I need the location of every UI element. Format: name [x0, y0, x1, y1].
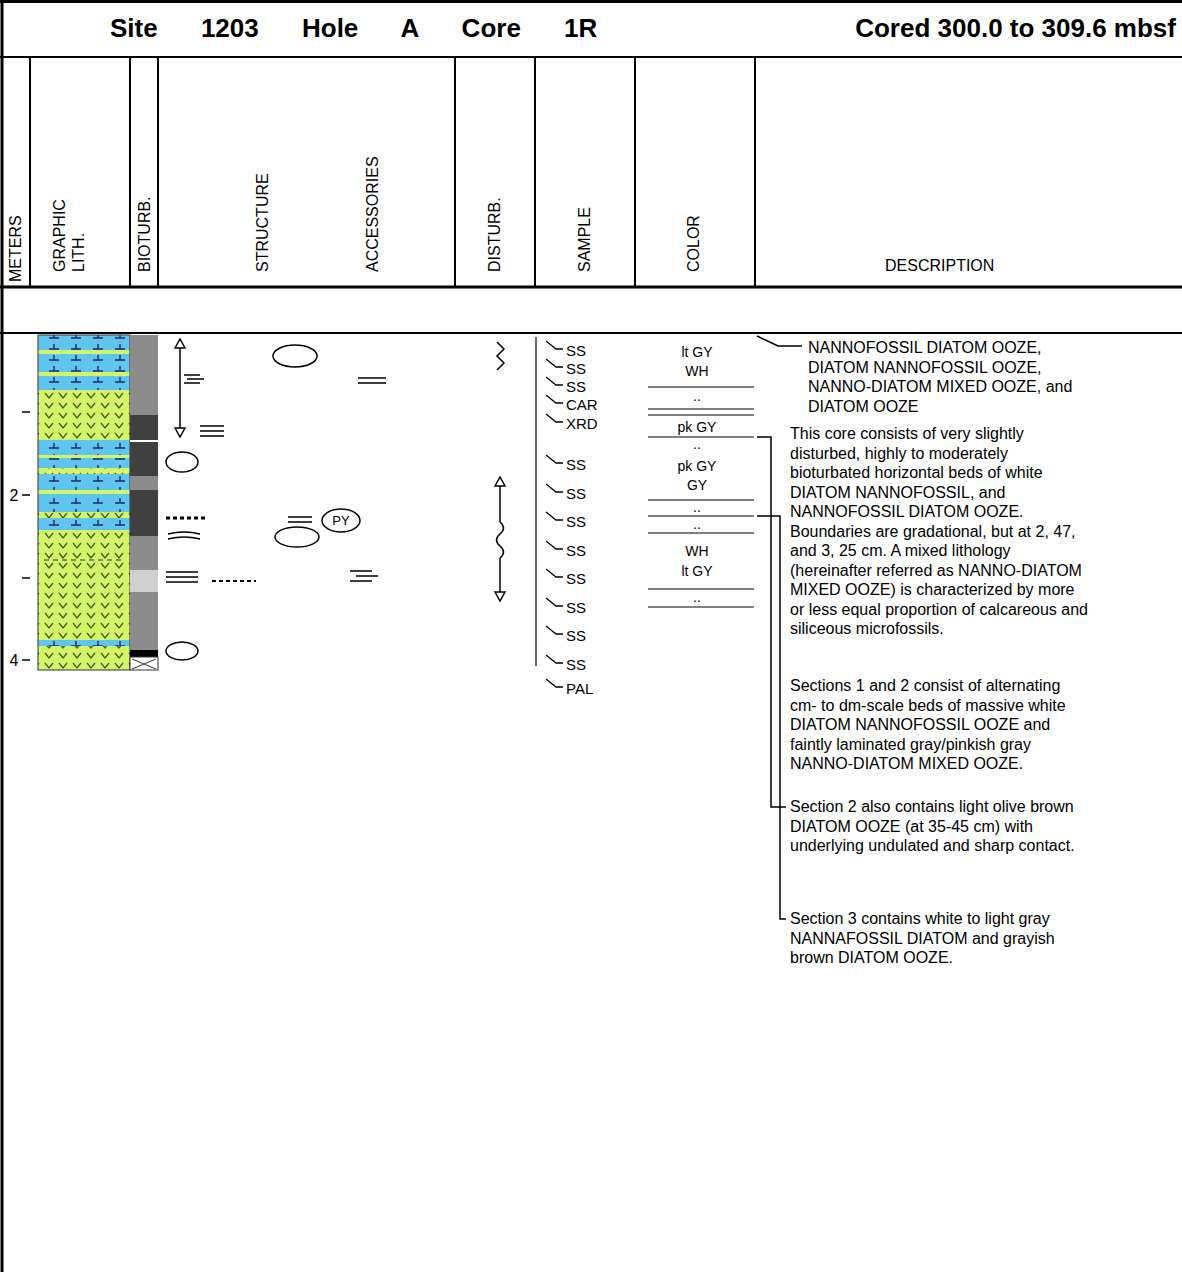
sample-hook — [546, 598, 563, 606]
column-header: SAMPLE — [575, 207, 594, 272]
sample-hook — [546, 341, 563, 349]
cored-interval: Cored 300.0 to 309.6 mbsf — [855, 12, 1176, 44]
accessory-symbols — [288, 378, 386, 581]
color-dividers — [648, 387, 754, 607]
bioturbation-column — [130, 335, 158, 670]
color-code: .. — [693, 436, 701, 452]
lithology-column — [38, 335, 130, 670]
description-text: Sections 1 and 2 consist of alternating … — [790, 676, 1090, 774]
sample-hook — [546, 455, 563, 463]
accessory-oval: PY — [321, 508, 361, 533]
description-heading: NANNOFOSSIL DIATOM OOZE, DIATOM NANNOFOS… — [808, 338, 1088, 416]
core-title: Site 1203 Hole A Core 1R — [110, 12, 597, 44]
sample-hook — [546, 377, 563, 385]
sample-code: SS — [566, 513, 586, 530]
column-header: DISTURB. — [485, 197, 504, 272]
color-code: lt GY — [681, 344, 712, 360]
color-code: .. — [693, 388, 701, 404]
description-text: This core consists of very slightly dist… — [790, 424, 1090, 639]
description-bracket — [757, 437, 786, 807]
sample-hook — [546, 395, 563, 403]
color-code: WH — [685, 363, 708, 379]
sample-code: CAR — [566, 396, 598, 413]
sample-hook — [546, 626, 563, 634]
sample-hook — [546, 655, 563, 663]
description-text: Section 2 also contains light olive brow… — [790, 797, 1090, 856]
description-bracket — [757, 516, 786, 919]
depth-number: 4 — [10, 651, 19, 670]
color-code: pk GY — [678, 419, 717, 435]
depth-ticks — [22, 412, 30, 660]
sample-hook — [546, 541, 563, 549]
sample-hook — [546, 512, 563, 520]
depth-number: 2 — [10, 486, 19, 505]
sample-hook — [546, 484, 563, 492]
sample-hook — [546, 679, 563, 687]
sample-hook — [546, 569, 563, 577]
color-code: GY — [687, 477, 707, 493]
column-header: DESCRIPTION — [885, 256, 994, 275]
sample-code: XRD — [566, 415, 598, 432]
sample-code: SS — [566, 378, 586, 395]
color-code: .. — [693, 516, 701, 532]
column-header: GRAPHIC LITH. — [50, 184, 88, 272]
column-header: COLOR — [684, 215, 703, 272]
oval-text: PY — [321, 513, 361, 528]
sample-hook — [546, 414, 563, 422]
color-code: WH — [685, 543, 708, 559]
sample-code: SS — [566, 570, 586, 587]
color-code: lt GY — [681, 563, 712, 579]
sample-hook — [546, 359, 563, 367]
color-code: .. — [693, 589, 701, 605]
color-code: pk GY — [678, 458, 717, 474]
description-leader — [757, 336, 802, 346]
sample-code: SS — [566, 627, 586, 644]
sample-code: SS — [566, 656, 586, 673]
column-header: BIOTURB. — [135, 196, 154, 272]
sample-code: SS — [566, 360, 586, 377]
structure-symbols — [166, 339, 319, 660]
sample-code: SS — [566, 599, 586, 616]
sample-code: SS — [566, 542, 586, 559]
column-header: ACCESSORIES — [363, 156, 382, 272]
sample-code: PAL — [566, 680, 593, 697]
sample-code: SS — [566, 342, 586, 359]
sample-code: SS — [566, 485, 586, 502]
color-code: .. — [693, 499, 701, 515]
disturbance-symbols — [495, 337, 536, 666]
description-text: Section 3 contains white to light gray N… — [790, 909, 1090, 968]
column-header: METERS — [6, 215, 25, 282]
sample-code: SS — [566, 456, 586, 473]
column-header: STRUCTURE — [253, 173, 272, 272]
